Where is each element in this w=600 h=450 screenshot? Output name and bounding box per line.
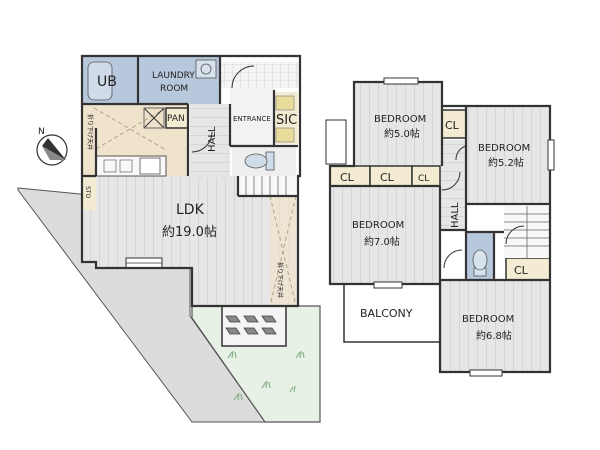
closet-bedroom-6-8 (505, 257, 551, 281)
floor-1: N (17, 54, 321, 423)
wood-deck (221, 305, 287, 347)
floor-2 (325, 77, 555, 377)
bedroom-c-size: 約7.0帖 (364, 235, 400, 248)
hall-label-1f: HALL (207, 126, 218, 152)
bedroom-b-size: 約5.2帖 (488, 156, 524, 169)
bedroom-c-label: BEDROOM (352, 220, 404, 231)
bedroom-5-0 (354, 82, 442, 166)
bedroom-6-8 (440, 280, 550, 372)
hall-label-2f: HALL (450, 202, 461, 228)
bedroom-7-0 (330, 186, 440, 284)
laundry-label-2: ROOM (160, 84, 188, 94)
bedroom-a-size: 約5.0帖 (384, 127, 420, 140)
bedroom-d-size: 約6.8帖 (476, 329, 512, 342)
sic-label: SIC (276, 113, 297, 128)
hall-2f (440, 140, 466, 230)
bedroom-a-label: BEDROOM (374, 114, 426, 125)
toilet-icon (472, 249, 488, 277)
ldk-label: LDK (176, 202, 205, 218)
sto-label: STO (84, 186, 91, 198)
cl-label-3: CL (380, 171, 395, 184)
plant-icon (227, 350, 305, 401)
cl-label-1: CL (445, 119, 460, 132)
closet-bedroom-5-2 (441, 109, 467, 139)
entrance-label: ENTRANCE (233, 115, 271, 123)
balcony-label: BALCONY (360, 307, 413, 320)
svg-text:N: N (38, 127, 45, 137)
bedroom-5-2 (466, 106, 550, 204)
stairs-icon (238, 176, 296, 196)
laundry-label-1: LAUNDRY (152, 71, 195, 81)
dropped-ceiling-right-label: 折り下げ天井 (276, 262, 284, 298)
balcony (343, 283, 441, 343)
toilet-icon (244, 151, 275, 171)
kitchen-counter (95, 155, 167, 177)
bedroom-d-label: BEDROOM (462, 314, 514, 325)
storage (82, 176, 96, 210)
pan-label: PAN (167, 114, 185, 124)
ldk-size-label: 約19.0帖 (162, 225, 217, 240)
ub-label: UB (97, 74, 117, 90)
dropped-ceiling-left-label: 折り下げ天井 (86, 114, 94, 150)
north-compass-icon: N (36, 127, 68, 166)
entrance-area (220, 62, 300, 88)
entrance (230, 88, 274, 146)
cl-label-5: CL (514, 264, 529, 277)
cl-label-2: CL (340, 171, 355, 184)
bedroom-b-label: BEDROOM (478, 143, 530, 154)
stairs-icon (504, 206, 550, 258)
cl-label-4: CL (418, 174, 429, 184)
labels: UB LAUNDRY ROOM PAN HALL ENTRANCE SIC LD… (84, 71, 530, 342)
